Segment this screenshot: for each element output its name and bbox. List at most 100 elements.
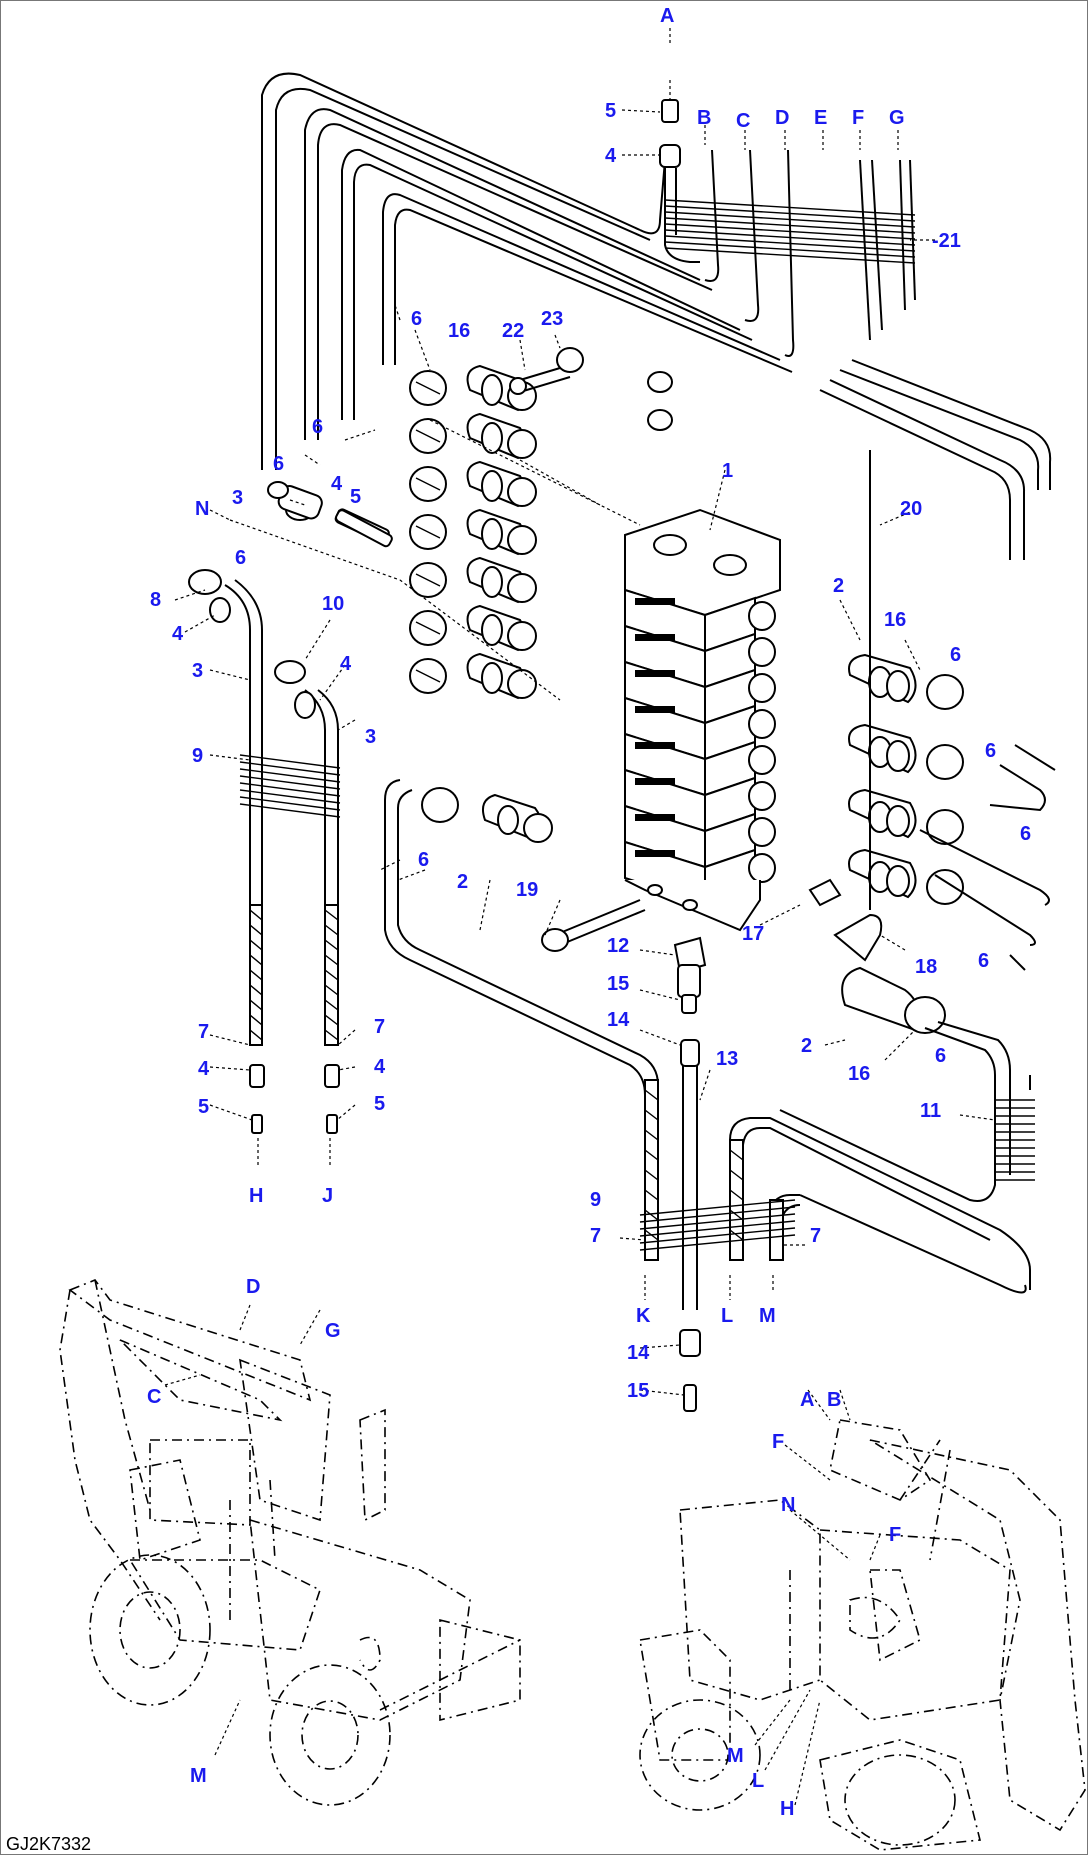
- label-16-top: 16: [448, 320, 470, 342]
- label-19: 19: [516, 879, 538, 901]
- dust-cap-16-right: [926, 744, 964, 780]
- machine-view-left: [59, 1279, 521, 1806]
- label-3-b: 3: [192, 660, 203, 682]
- label-2-b: 2: [457, 871, 468, 893]
- label-6-a: 6: [411, 308, 422, 330]
- valve-tag: [635, 634, 675, 641]
- label-4-b: 4: [172, 623, 184, 645]
- label-5-h: 5: [198, 1096, 209, 1118]
- hose-loops-upper: [261, 72, 1052, 560]
- label-11: 11: [920, 1100, 941, 1122]
- label-20: 20: [900, 498, 922, 520]
- label-k: K: [636, 1305, 651, 1327]
- fittings-upper-left: [267, 481, 393, 548]
- hose-11: [779, 744, 1056, 1202]
- label-14-a: 14: [607, 1009, 630, 1031]
- label-b-machine: B: [827, 1389, 841, 1411]
- label-6-h: 6: [418, 849, 429, 871]
- fitting-5-j: [326, 1114, 338, 1134]
- label-m-lower: M: [759, 1305, 776, 1327]
- valve-tag: [635, 670, 675, 677]
- valve-tag: [635, 850, 675, 857]
- valve-tag: [635, 706, 675, 713]
- label-9-lower: 9: [590, 1189, 601, 1211]
- label-f-machine-b: F: [889, 1524, 901, 1546]
- label-6-c: 6: [273, 453, 284, 475]
- label-4-top: 4: [605, 145, 617, 167]
- dust-cap-16-right: [926, 809, 964, 845]
- label-3-c: 3: [365, 726, 376, 748]
- label-2-a: 2: [833, 575, 844, 597]
- label-5-j: 5: [374, 1093, 385, 1115]
- label-8: 8: [150, 589, 161, 611]
- valve-tag: [635, 814, 675, 821]
- label-3-a: 3: [232, 487, 243, 509]
- dust-cap-16-right: [926, 674, 964, 710]
- label-6-i: 6: [978, 950, 989, 972]
- label-m-machine-right: M: [727, 1745, 744, 1767]
- label-n: N: [195, 498, 209, 520]
- label-4-j: 4: [374, 1056, 386, 1078]
- label-f-machine-a: F: [772, 1431, 784, 1453]
- label-n-machine: N: [781, 1494, 795, 1516]
- label-6-g: 6: [1020, 823, 1031, 845]
- clamp-bundle-9-lower: [639, 1199, 796, 1251]
- label-c-machine: C: [147, 1386, 161, 1408]
- label-10: 10: [322, 593, 344, 615]
- dust-cap-16-right: [926, 869, 964, 905]
- label-6-b: 6: [312, 416, 323, 438]
- label-d-machine: D: [246, 1276, 260, 1298]
- label-5-a: 5: [350, 486, 361, 508]
- label-4-h: 4: [198, 1058, 210, 1080]
- label-6-f: 6: [985, 740, 996, 762]
- leader-lines: [164, 28, 996, 1806]
- label-21: -21: [932, 230, 961, 252]
- machine-view-right: [639, 1419, 1086, 1851]
- label-m-machine-left: M: [190, 1765, 207, 1787]
- label-15-a: 15: [607, 973, 629, 995]
- label-12: 12: [607, 935, 629, 957]
- callout-labels: A B C D E F G 5 4 -21 6 16 22 23 6 6 3 4…: [6, 5, 1031, 1854]
- label-6-d: 6: [235, 547, 246, 569]
- drawing-code: GJ2K7332: [6, 1834, 91, 1854]
- label-h-lower: H: [249, 1185, 263, 1207]
- label-g-machine: G: [325, 1320, 341, 1342]
- label-l-lower: L: [721, 1305, 733, 1327]
- label-g: G: [889, 107, 905, 129]
- label-7-j: 7: [374, 1016, 385, 1038]
- label-h-machine: H: [780, 1798, 794, 1820]
- label-d: D: [775, 107, 789, 129]
- fitting-5-h: [251, 1114, 263, 1134]
- label-16-right: 16: [884, 609, 906, 631]
- label-l-machine: L: [752, 1770, 764, 1792]
- label-22: 22: [502, 320, 524, 342]
- label-23: 23: [541, 308, 563, 330]
- label-a-machine: A: [800, 1389, 814, 1411]
- label-14-b: 14: [627, 1342, 650, 1364]
- label-13: 13: [716, 1048, 738, 1070]
- valve-tag: [635, 598, 675, 605]
- label-e: E: [814, 107, 827, 129]
- label-18: 18: [915, 956, 937, 978]
- label-4-c: 4: [340, 653, 352, 675]
- coupler-stack-right: [808, 653, 964, 1034]
- label-6-e: 6: [950, 644, 961, 666]
- label-17: 17: [742, 923, 764, 945]
- label-2-c: 2: [801, 1035, 812, 1057]
- label-15-b: 15: [627, 1380, 649, 1402]
- fitting-4-j: [324, 1064, 340, 1088]
- label-7-h: 7: [198, 1021, 209, 1043]
- coupler-stack-left: [409, 364, 553, 843]
- valve-tag: [635, 742, 675, 749]
- label-j: J: [322, 1185, 333, 1207]
- hose-h: [224, 579, 265, 1134]
- label-c: C: [736, 110, 750, 132]
- clamp-bundle-9-left: [239, 754, 341, 818]
- control-valve-1: [624, 508, 781, 932]
- label-4-a: 4: [331, 473, 343, 495]
- label-16-lower: 16: [848, 1063, 870, 1085]
- label-7-lower-b: 7: [810, 1225, 821, 1247]
- label-a: A: [660, 5, 674, 27]
